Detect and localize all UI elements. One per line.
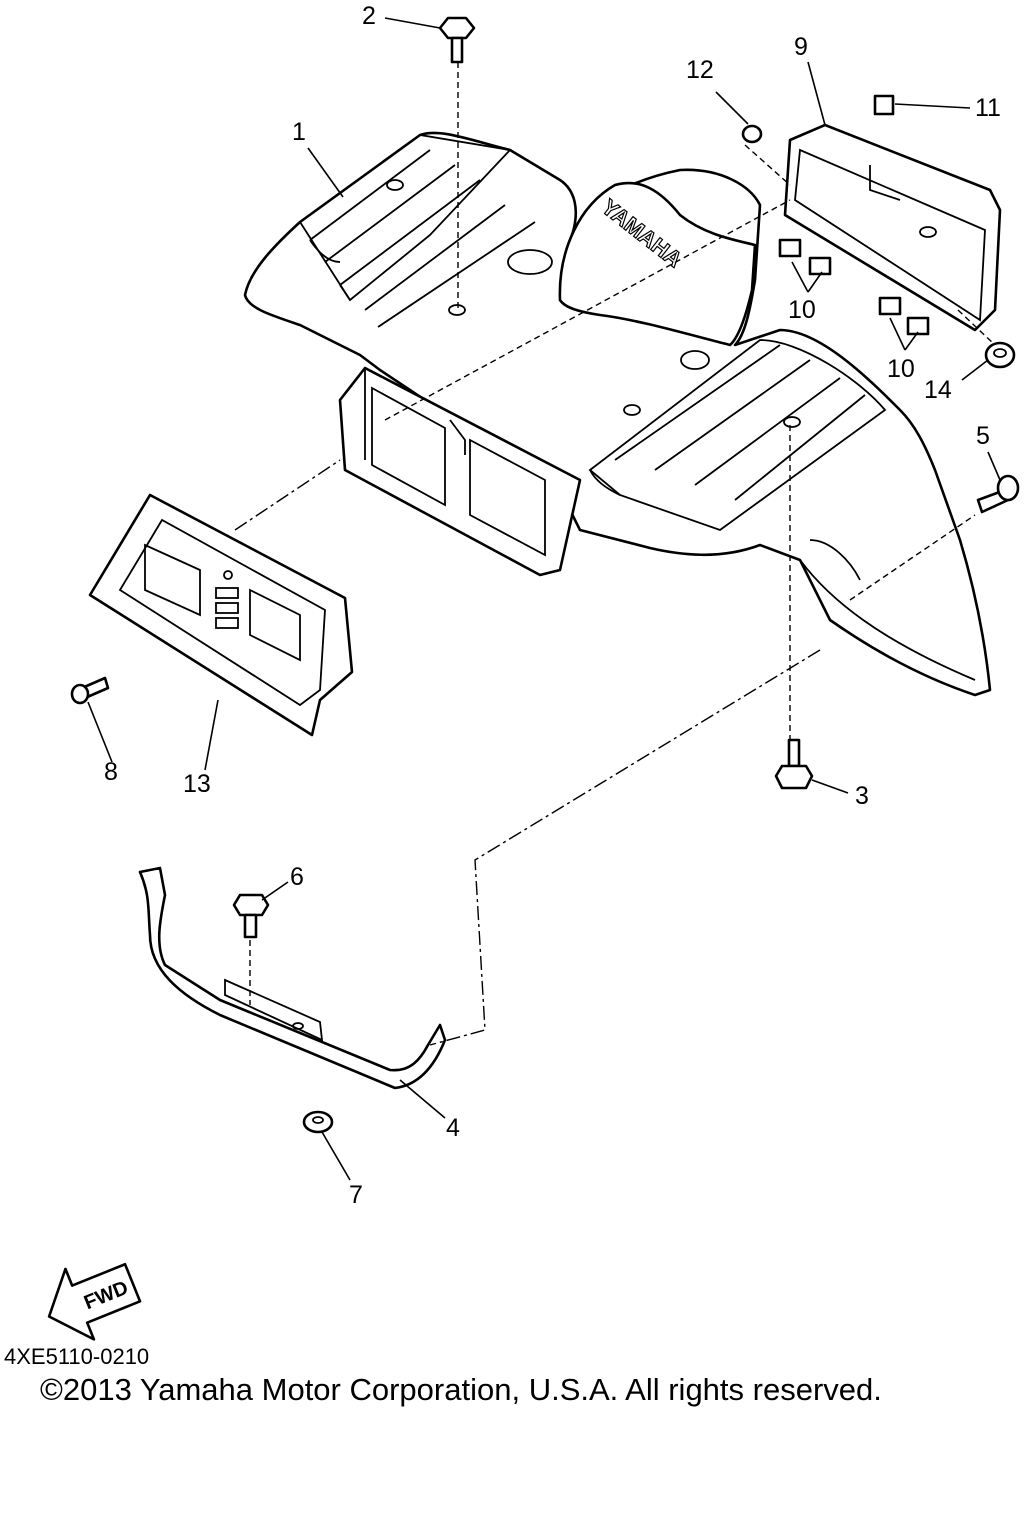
bolt-top	[438, 16, 476, 64]
fender-brace	[138, 866, 447, 1090]
callout-12: 12	[686, 56, 714, 84]
assembly-lines	[234, 62, 996, 1046]
callout-7: 7	[349, 1181, 363, 1209]
callout-3: 3	[855, 782, 869, 810]
rear-housing	[783, 123, 1002, 332]
headlight-housing	[338, 366, 582, 577]
clip-nut	[873, 94, 895, 116]
bolt-bottom	[774, 738, 814, 790]
copyright-notice: ©2013 Yamaha Motor Corporation, U.S.A. A…	[40, 1372, 882, 1407]
callout-1: 1	[292, 118, 306, 146]
callout-6: 6	[290, 863, 304, 891]
diagram-code: 4XE5110-0210	[4, 1344, 150, 1369]
callout-numbers: 1 2 3 4 5 6 7 8 9 10 10 11 12 13 14	[104, 2, 1001, 1209]
callout-9: 9	[794, 33, 808, 61]
callout-10-upper: 10	[788, 296, 816, 324]
fwd-arrow-icon: FWD	[47, 1262, 142, 1341]
leader-lines	[87, 17, 1001, 1181]
headlight-bezel	[88, 493, 354, 737]
screw	[70, 676, 110, 705]
callout-5: 5	[976, 422, 990, 450]
callout-13: 13	[183, 770, 211, 798]
callout-14: 14	[924, 376, 952, 404]
clips-lower	[878, 296, 930, 336]
small-nut	[741, 124, 763, 144]
grommet	[984, 341, 1016, 369]
clips-upper	[778, 238, 832, 276]
callout-2: 2	[362, 2, 376, 30]
bolt-side	[976, 474, 1020, 514]
callout-4: 4	[446, 1114, 460, 1142]
callout-10-lower: 10	[887, 355, 915, 383]
nut	[302, 1110, 334, 1134]
callout-11: 11	[975, 94, 1001, 122]
callout-8: 8	[104, 758, 118, 786]
front-fender: YAMAHA	[243, 131, 992, 697]
bolt-brace	[232, 893, 270, 939]
